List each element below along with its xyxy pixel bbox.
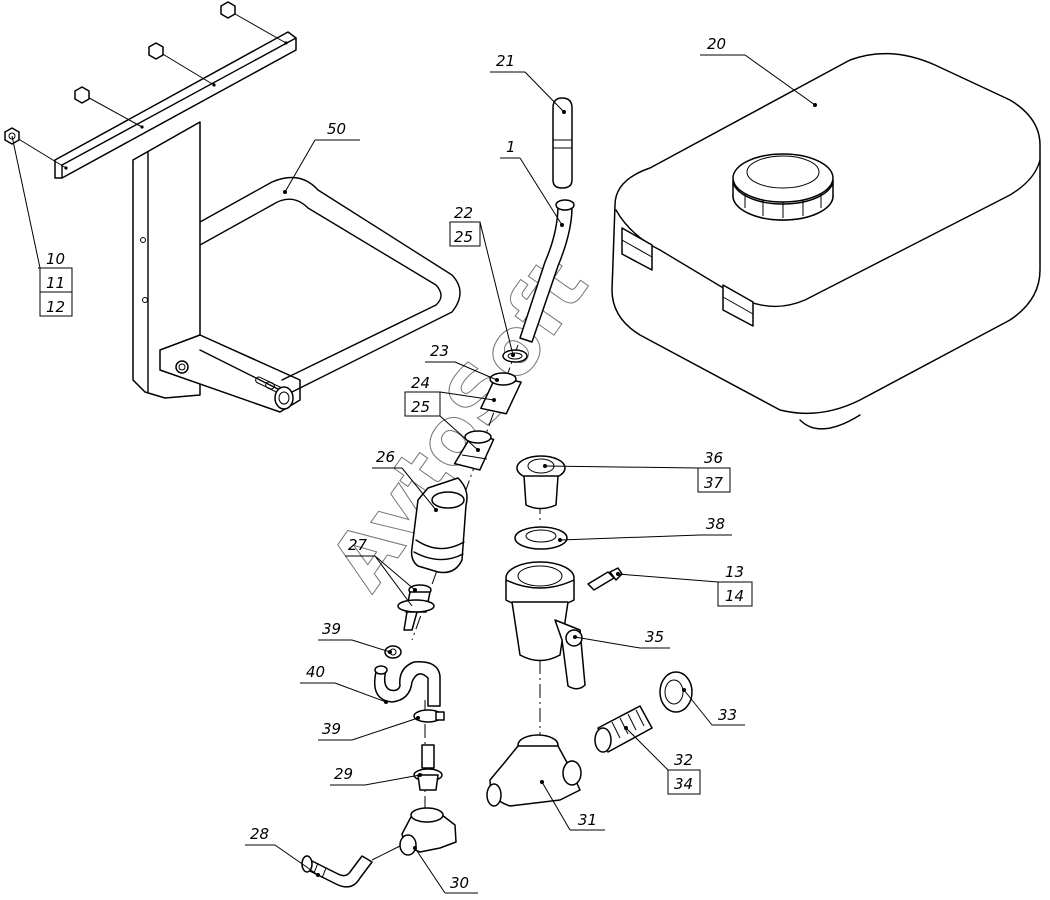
sleeve [516, 455, 566, 510]
hose-clamp [502, 349, 528, 363]
mounting-bracket [54, 31, 301, 413]
union-nut [659, 671, 693, 713]
callout-label: 22 [454, 204, 473, 222]
callout-21: 21 [490, 52, 566, 114]
callout-label: 21 [496, 52, 515, 70]
callout-label: 36 [704, 449, 723, 467]
callout-39-lower: 39 [318, 716, 420, 741]
callout-label: 31 [578, 811, 597, 829]
callout-label: 25 [411, 398, 430, 416]
callout-label: 40 [306, 663, 325, 681]
callout-30: 30 [413, 846, 478, 894]
callout-26: 26 [372, 448, 438, 512]
union-nut [453, 430, 495, 471]
hinge-icon [621, 227, 653, 271]
callout-label: 38 [706, 515, 725, 533]
callout-label: 32 [674, 751, 693, 769]
callout-label: 13 [725, 563, 744, 581]
hose-barb-fitting [397, 584, 435, 631]
s-hose [374, 661, 441, 707]
callout-label: 24 [411, 374, 430, 392]
callout-39-upper: 39 [318, 620, 392, 654]
hose [519, 199, 575, 343]
callout-20: 20 [700, 35, 817, 107]
filler-cap [732, 153, 834, 221]
callout-label: 25 [454, 228, 473, 246]
hose-clamp [413, 709, 445, 723]
callout-label: 35 [645, 628, 664, 646]
elbow-fitting [301, 845, 401, 888]
callout-28: 28 [245, 825, 320, 877]
drain-screw [587, 567, 623, 591]
callout-label: 33 [718, 706, 737, 724]
callout-40: 40 [300, 663, 388, 704]
fastener-set [4, 1, 287, 169]
callout-35: 35 [573, 628, 670, 649]
hose-clamp [384, 645, 402, 659]
callout-label: 1 [506, 138, 516, 156]
fitting [480, 372, 522, 415]
callout-23: 23 [425, 342, 499, 382]
callout-10-11-12: 10 11 12 [11, 135, 73, 317]
tubular-frame [199, 176, 461, 410]
callout-label: 11 [46, 274, 65, 292]
callout-label: 30 [450, 874, 469, 892]
callout-1: 1 [500, 138, 564, 227]
callout-31: 31 [540, 780, 605, 831]
callout-27: 27 [345, 536, 417, 607]
callout-38: 38 [558, 515, 732, 542]
callout-label: 39 [322, 620, 341, 638]
callout-22-25: 22 25 [449, 204, 515, 357]
callout-label: 10 [46, 250, 65, 268]
callout-label: 50 [327, 120, 346, 138]
callout-label: 20 [707, 35, 726, 53]
hose-barb-fitting [413, 744, 443, 791]
callout-label: 29 [334, 765, 353, 783]
tee-fitting [399, 807, 457, 856]
hinge-icon [722, 284, 754, 327]
bolt-head-icon [220, 1, 236, 19]
fuel-tap-valve [505, 561, 586, 690]
callout-label: 37 [704, 474, 724, 492]
callout-label: 27 [348, 536, 368, 554]
callout-13-14: 13 14 [616, 563, 753, 607]
callout-label: 14 [725, 587, 744, 605]
fuel-tank [611, 52, 1041, 430]
gasket [514, 526, 568, 550]
callout-label: 12 [46, 298, 65, 316]
tee-connector [486, 734, 582, 807]
filter-element [552, 97, 573, 189]
callout-label: 39 [322, 720, 341, 738]
bolt-head-icon [148, 42, 164, 60]
callout-24-25: 24 25 [404, 374, 496, 452]
callout-label: 28 [250, 825, 269, 843]
callout-36-37: 36 37 [543, 449, 731, 493]
callout-50: 50 [283, 120, 360, 194]
bolt-head-icon [74, 86, 90, 104]
filter-housing [410, 477, 468, 574]
callout-33: 33 [682, 688, 745, 726]
callout-32-34: 32 34 [624, 726, 701, 795]
callout-29: 29 [330, 765, 422, 786]
callout-label: 34 [674, 775, 693, 793]
callout-label: 23 [430, 342, 449, 360]
callout-label: 26 [376, 448, 395, 466]
